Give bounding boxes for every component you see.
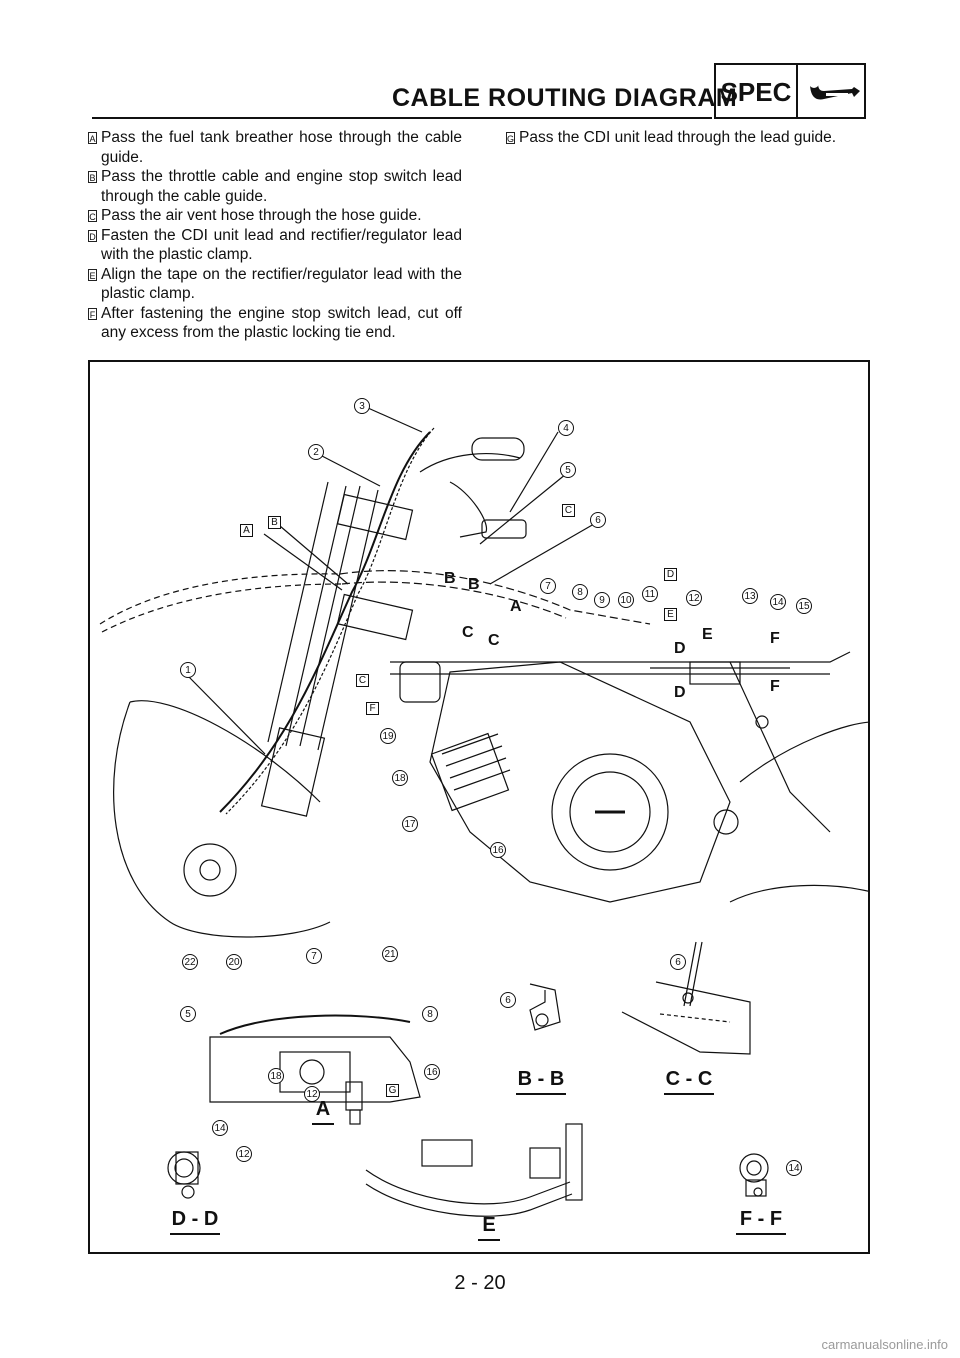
callout-14-dd: 14 xyxy=(212,1120,228,1136)
callout-6-cc: 6 xyxy=(670,954,686,970)
callout-7: 7 xyxy=(540,578,556,594)
section-mark-d1: D xyxy=(674,640,686,657)
section-mark-a: A xyxy=(510,598,522,615)
note-tag: G xyxy=(506,132,515,144)
section-divider xyxy=(796,65,798,117)
callout-21: 21 xyxy=(382,946,398,962)
tag-c-lower: C xyxy=(356,674,369,687)
note-tag: B xyxy=(88,171,97,183)
callout-5: 5 xyxy=(560,462,576,478)
note-a: A Pass the fuel tank breather hose throug… xyxy=(88,128,462,167)
section-mark-f2: F xyxy=(770,678,780,695)
note-text: Fasten the CDI unit lead and rectifier/r… xyxy=(101,226,462,264)
callout-8-inset: 8 xyxy=(422,1006,438,1022)
callout-18: 18 xyxy=(392,770,408,786)
note-text: After fastening the engine stop switch l… xyxy=(101,304,462,342)
callout-2: 2 xyxy=(308,444,324,460)
callout-12: 12 xyxy=(686,590,702,606)
callout-9: 9 xyxy=(594,592,610,608)
caption-f-f: F - F xyxy=(736,1208,786,1235)
callout-19: 19 xyxy=(380,728,396,744)
note-b: B Pass the throttle cable and engine stop… xyxy=(88,167,462,206)
motorcycle-drawing xyxy=(99,407,868,1217)
page-number: 2 - 20 xyxy=(454,1272,506,1294)
callout-17: 17 xyxy=(402,816,418,832)
note-f: F After fastening the engine stop switch … xyxy=(88,304,462,343)
callout-12-dd: 12 xyxy=(236,1146,252,1162)
header-rule xyxy=(92,117,712,119)
section-label: SPEC xyxy=(720,77,792,107)
note-text: Align the tape on the rectifier/regulato… xyxy=(101,265,462,303)
caption-b-b: B - B xyxy=(516,1068,566,1095)
callout-12-inset: 12 xyxy=(304,1086,320,1102)
footer-watermark: carmanualsonline.info xyxy=(821,1337,948,1352)
callout-6-bb: 6 xyxy=(500,992,516,1008)
callout-20: 20 xyxy=(226,954,242,970)
callout-15: 15 xyxy=(796,598,812,614)
caption-a: A xyxy=(312,1098,334,1125)
callout-14: 14 xyxy=(770,594,786,610)
callout-7-inset: 7 xyxy=(306,948,322,964)
notes-left: A Pass the fuel tank breather hose throug… xyxy=(88,128,462,343)
caption-c-c: C - C xyxy=(664,1068,714,1095)
callout-8: 8 xyxy=(572,584,588,600)
callout-4: 4 xyxy=(558,420,574,436)
wrench-icon xyxy=(809,78,860,100)
note-tag: E xyxy=(88,268,97,281)
note-c: C Pass the air vent hose through the hose… xyxy=(88,206,462,226)
caption-e: E xyxy=(478,1214,500,1241)
section-mark-b1: B xyxy=(444,570,456,587)
note-d: D Fasten the CDI unit lead and rectifier/… xyxy=(88,226,462,265)
callout-22: 22 xyxy=(182,954,198,970)
section-mark-f1: F xyxy=(770,630,780,647)
note-text: Pass the CDI unit lead through the lead … xyxy=(519,129,837,146)
note-g: G Pass the CDI unit lead through the lead… xyxy=(506,128,866,148)
callout-16-inset: 16 xyxy=(424,1064,440,1080)
note-tag: A xyxy=(88,132,97,144)
section-mark-d2: D xyxy=(674,684,686,701)
tag-g: G xyxy=(386,1084,399,1097)
tag-a: A xyxy=(240,524,253,537)
callout-6: 6 xyxy=(590,512,606,528)
page-title: CABLE ROUTING DIAGRAM xyxy=(392,84,738,112)
tag-e: E xyxy=(664,608,677,621)
note-e: E Align the tape on the rectifier/regulat… xyxy=(88,265,462,304)
notes-right: G Pass the CDI unit lead through the lead… xyxy=(506,128,866,148)
tag-c: C xyxy=(562,504,575,517)
callout-14-ff: 14 xyxy=(786,1160,802,1176)
callout-16: 16 xyxy=(490,842,506,858)
note-tag: C xyxy=(88,210,97,222)
callout-1: 1 xyxy=(180,662,196,678)
callout-13: 13 xyxy=(742,588,758,604)
section-mark-c2: C xyxy=(488,632,500,649)
caption-d-d: D - D xyxy=(170,1208,220,1235)
callout-11: 11 xyxy=(642,586,658,602)
section-mark-e: E xyxy=(702,626,713,643)
callout-18-inset: 18 xyxy=(268,1068,284,1084)
callout-3: 3 xyxy=(354,398,370,414)
note-text: Pass the throttle cable and engine stop … xyxy=(101,168,462,205)
section-mark-b2: B xyxy=(468,576,480,593)
note-text: Pass the fuel tank breather hose through… xyxy=(101,129,462,166)
note-text: Pass the air vent hose through the hose … xyxy=(101,207,422,224)
callout-5-inset: 5 xyxy=(180,1006,196,1022)
cable-routing-figure: 1 2 3 4 5 6 7 8 9 10 11 12 13 14 15 16 1… xyxy=(88,360,870,1254)
tag-d: D xyxy=(664,568,677,581)
callout-10: 10 xyxy=(618,592,634,608)
section-box: SPEC xyxy=(714,63,866,119)
tag-b: B xyxy=(268,516,281,529)
note-tag: F xyxy=(88,307,97,320)
section-mark-c1: C xyxy=(462,624,474,641)
tag-f: F xyxy=(366,702,379,715)
note-tag: D xyxy=(88,229,97,242)
